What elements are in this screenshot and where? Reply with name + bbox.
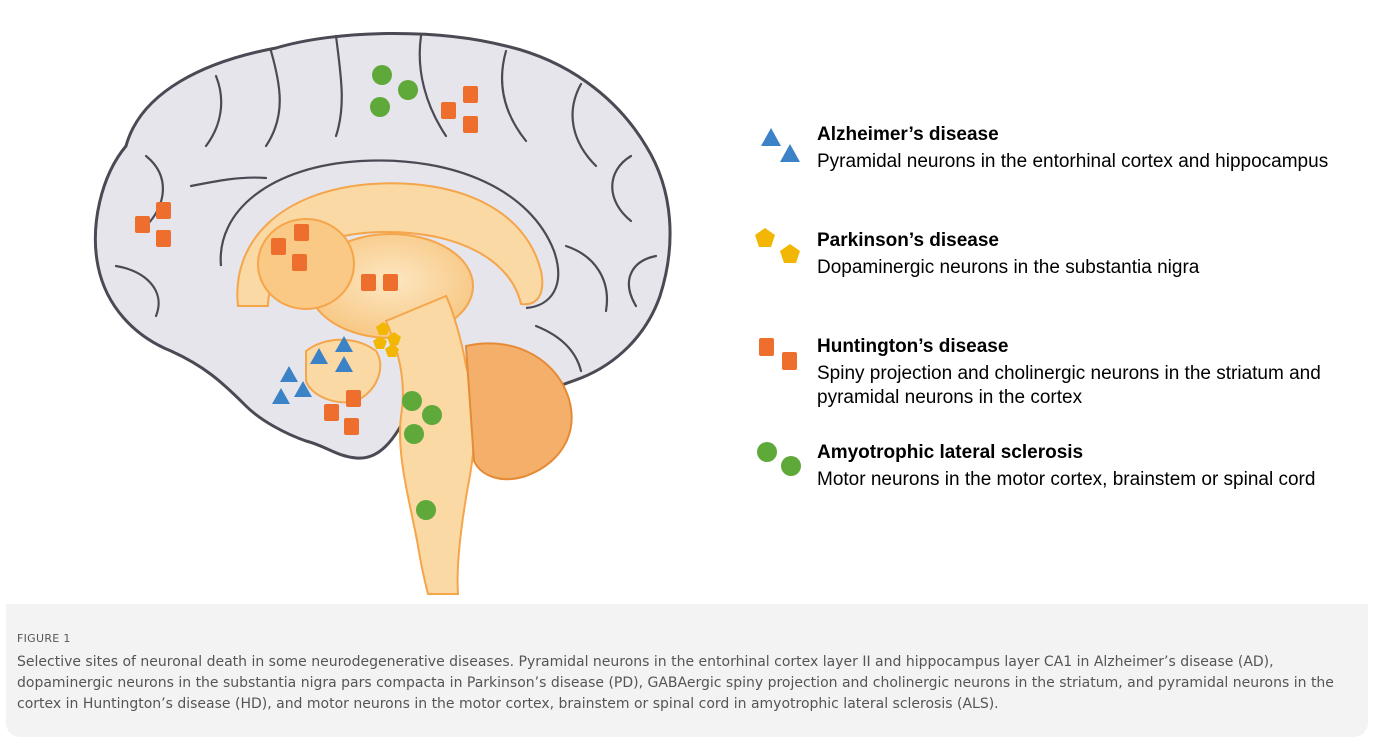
hd-marker: [156, 230, 171, 247]
hd-marker: [346, 390, 361, 407]
figure-label: FIGURE 1: [17, 632, 71, 645]
hd-marker: [156, 202, 171, 219]
hd-marker: [383, 274, 398, 291]
hd-marker: [463, 86, 478, 103]
triangle-marker-icon: [746, 114, 804, 174]
hd-marker: [463, 116, 478, 133]
hd-marker: [324, 404, 339, 421]
als-marker: [372, 65, 392, 85]
figure-panel: Alzheimer’s disease Pyramidal neurons in…: [6, 6, 1368, 604]
als-marker: [404, 424, 424, 444]
brain-illustration: [6, 6, 746, 604]
legend-description: Motor neurons in the motor cortex, brain…: [817, 468, 1337, 492]
als-marker: [416, 500, 436, 520]
hd-marker: [135, 216, 150, 233]
legend-description: Dopaminergic neurons in the substantia n…: [817, 256, 1337, 280]
figure-frame: Alzheimer’s disease Pyramidal neurons in…: [6, 6, 1368, 737]
hd-marker: [271, 238, 286, 255]
legend-item-als: Amyotrophic lateral sclerosis Motor neur…: [746, 432, 1346, 538]
als-marker: [422, 405, 442, 425]
legend-title: Alzheimer’s disease: [817, 124, 999, 146]
figure-caption: Selective sites of neuronal death in som…: [17, 652, 1357, 715]
legend-description: Pyramidal neurons in the entorhinal cort…: [817, 150, 1337, 174]
als-marker: [398, 80, 418, 100]
als-marker: [402, 391, 422, 411]
legend-item-parkinsons: Parkinson’s disease Dopaminergic neurons…: [746, 220, 1346, 326]
legend-title: Huntington’s disease: [817, 336, 1008, 358]
hd-marker: [292, 254, 307, 271]
hd-marker: [344, 418, 359, 435]
square-marker-icon: [746, 326, 804, 386]
als-marker: [370, 97, 390, 117]
hd-marker: [294, 224, 309, 241]
legend-title: Parkinson’s disease: [817, 230, 999, 252]
hd-marker: [441, 102, 456, 119]
circle-marker-icon: [746, 432, 804, 492]
legend-item-huntingtons: Huntington’s disease Spiny projection an…: [746, 326, 1346, 432]
legend: Alzheimer’s disease Pyramidal neurons in…: [746, 114, 1346, 538]
legend-item-alzheimers: Alzheimer’s disease Pyramidal neurons in…: [746, 114, 1346, 220]
legend-title: Amyotrophic lateral sclerosis: [817, 442, 1083, 464]
legend-description: Spiny projection and cholinergic neurons…: [817, 362, 1337, 410]
pentagon-marker-icon: [746, 220, 804, 280]
hd-marker: [361, 274, 376, 291]
